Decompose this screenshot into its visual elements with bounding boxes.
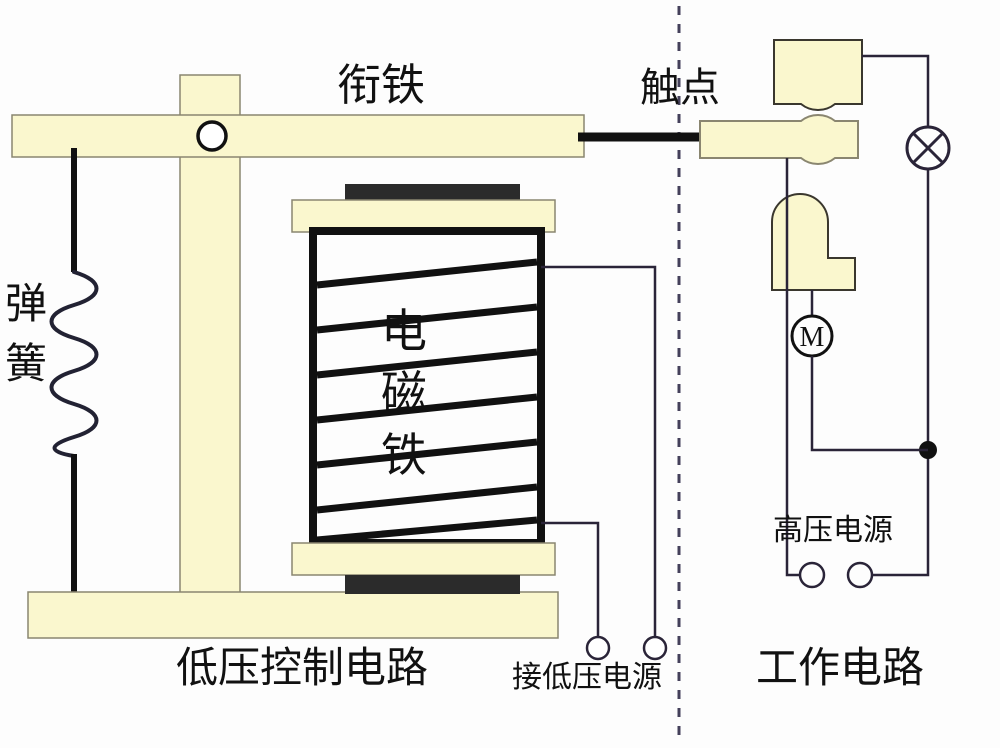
low-voltage-terminal-right[interactable]: [642, 635, 668, 661]
spring-coil: [49, 270, 99, 458]
coil-lead-wire-top: [541, 265, 657, 638]
lamp-branch-wire: [862, 54, 930, 128]
fixed-contact-motor-branch: [771, 193, 856, 291]
fixed-contact-upper: [773, 39, 863, 111]
coil-lead-wire-bottom: [541, 521, 600, 638]
coil-winding-lines: [316, 258, 538, 544]
label-connect-low-voltage-source: 接低压电源: [512, 661, 662, 694]
label-electromagnet-char1: 电: [381, 306, 427, 357]
motor-return-wire: [810, 356, 928, 452]
low-voltage-terminal-left[interactable]: [585, 635, 611, 661]
right-rail-wire: [862, 169, 930, 577]
support-post: [179, 74, 241, 621]
upper-pole-piece: [345, 184, 520, 201]
label-electromagnet-char2: 磁: [381, 368, 427, 419]
upper-flange: [291, 199, 556, 233]
high-voltage-terminal-right[interactable]: [846, 561, 874, 589]
base-plate: [27, 591, 559, 639]
lower-pole-piece: [345, 575, 520, 594]
label-armature: 衔铁: [337, 61, 425, 110]
armature-bar: [11, 114, 585, 158]
motor-label: M: [800, 322, 825, 353]
label-electromagnet-char3: 铁: [381, 430, 427, 481]
label-high-voltage-source: 高压电源: [773, 514, 893, 547]
pivot-hole-icon: [196, 120, 228, 152]
lower-flange: [291, 542, 556, 576]
moving-contact-lower: [699, 114, 859, 165]
label-working-circuit: 工作电路: [756, 646, 924, 692]
label-contacts: 触点: [640, 65, 720, 110]
high-voltage-terminal-left[interactable]: [798, 561, 826, 589]
lamp-cross-2: [911, 131, 945, 165]
label-low-voltage-control-circuit: 低压控制电路: [176, 646, 428, 692]
label-spring-char1: 弹: [5, 282, 47, 328]
label-spring-char2: 簧: [5, 342, 47, 388]
